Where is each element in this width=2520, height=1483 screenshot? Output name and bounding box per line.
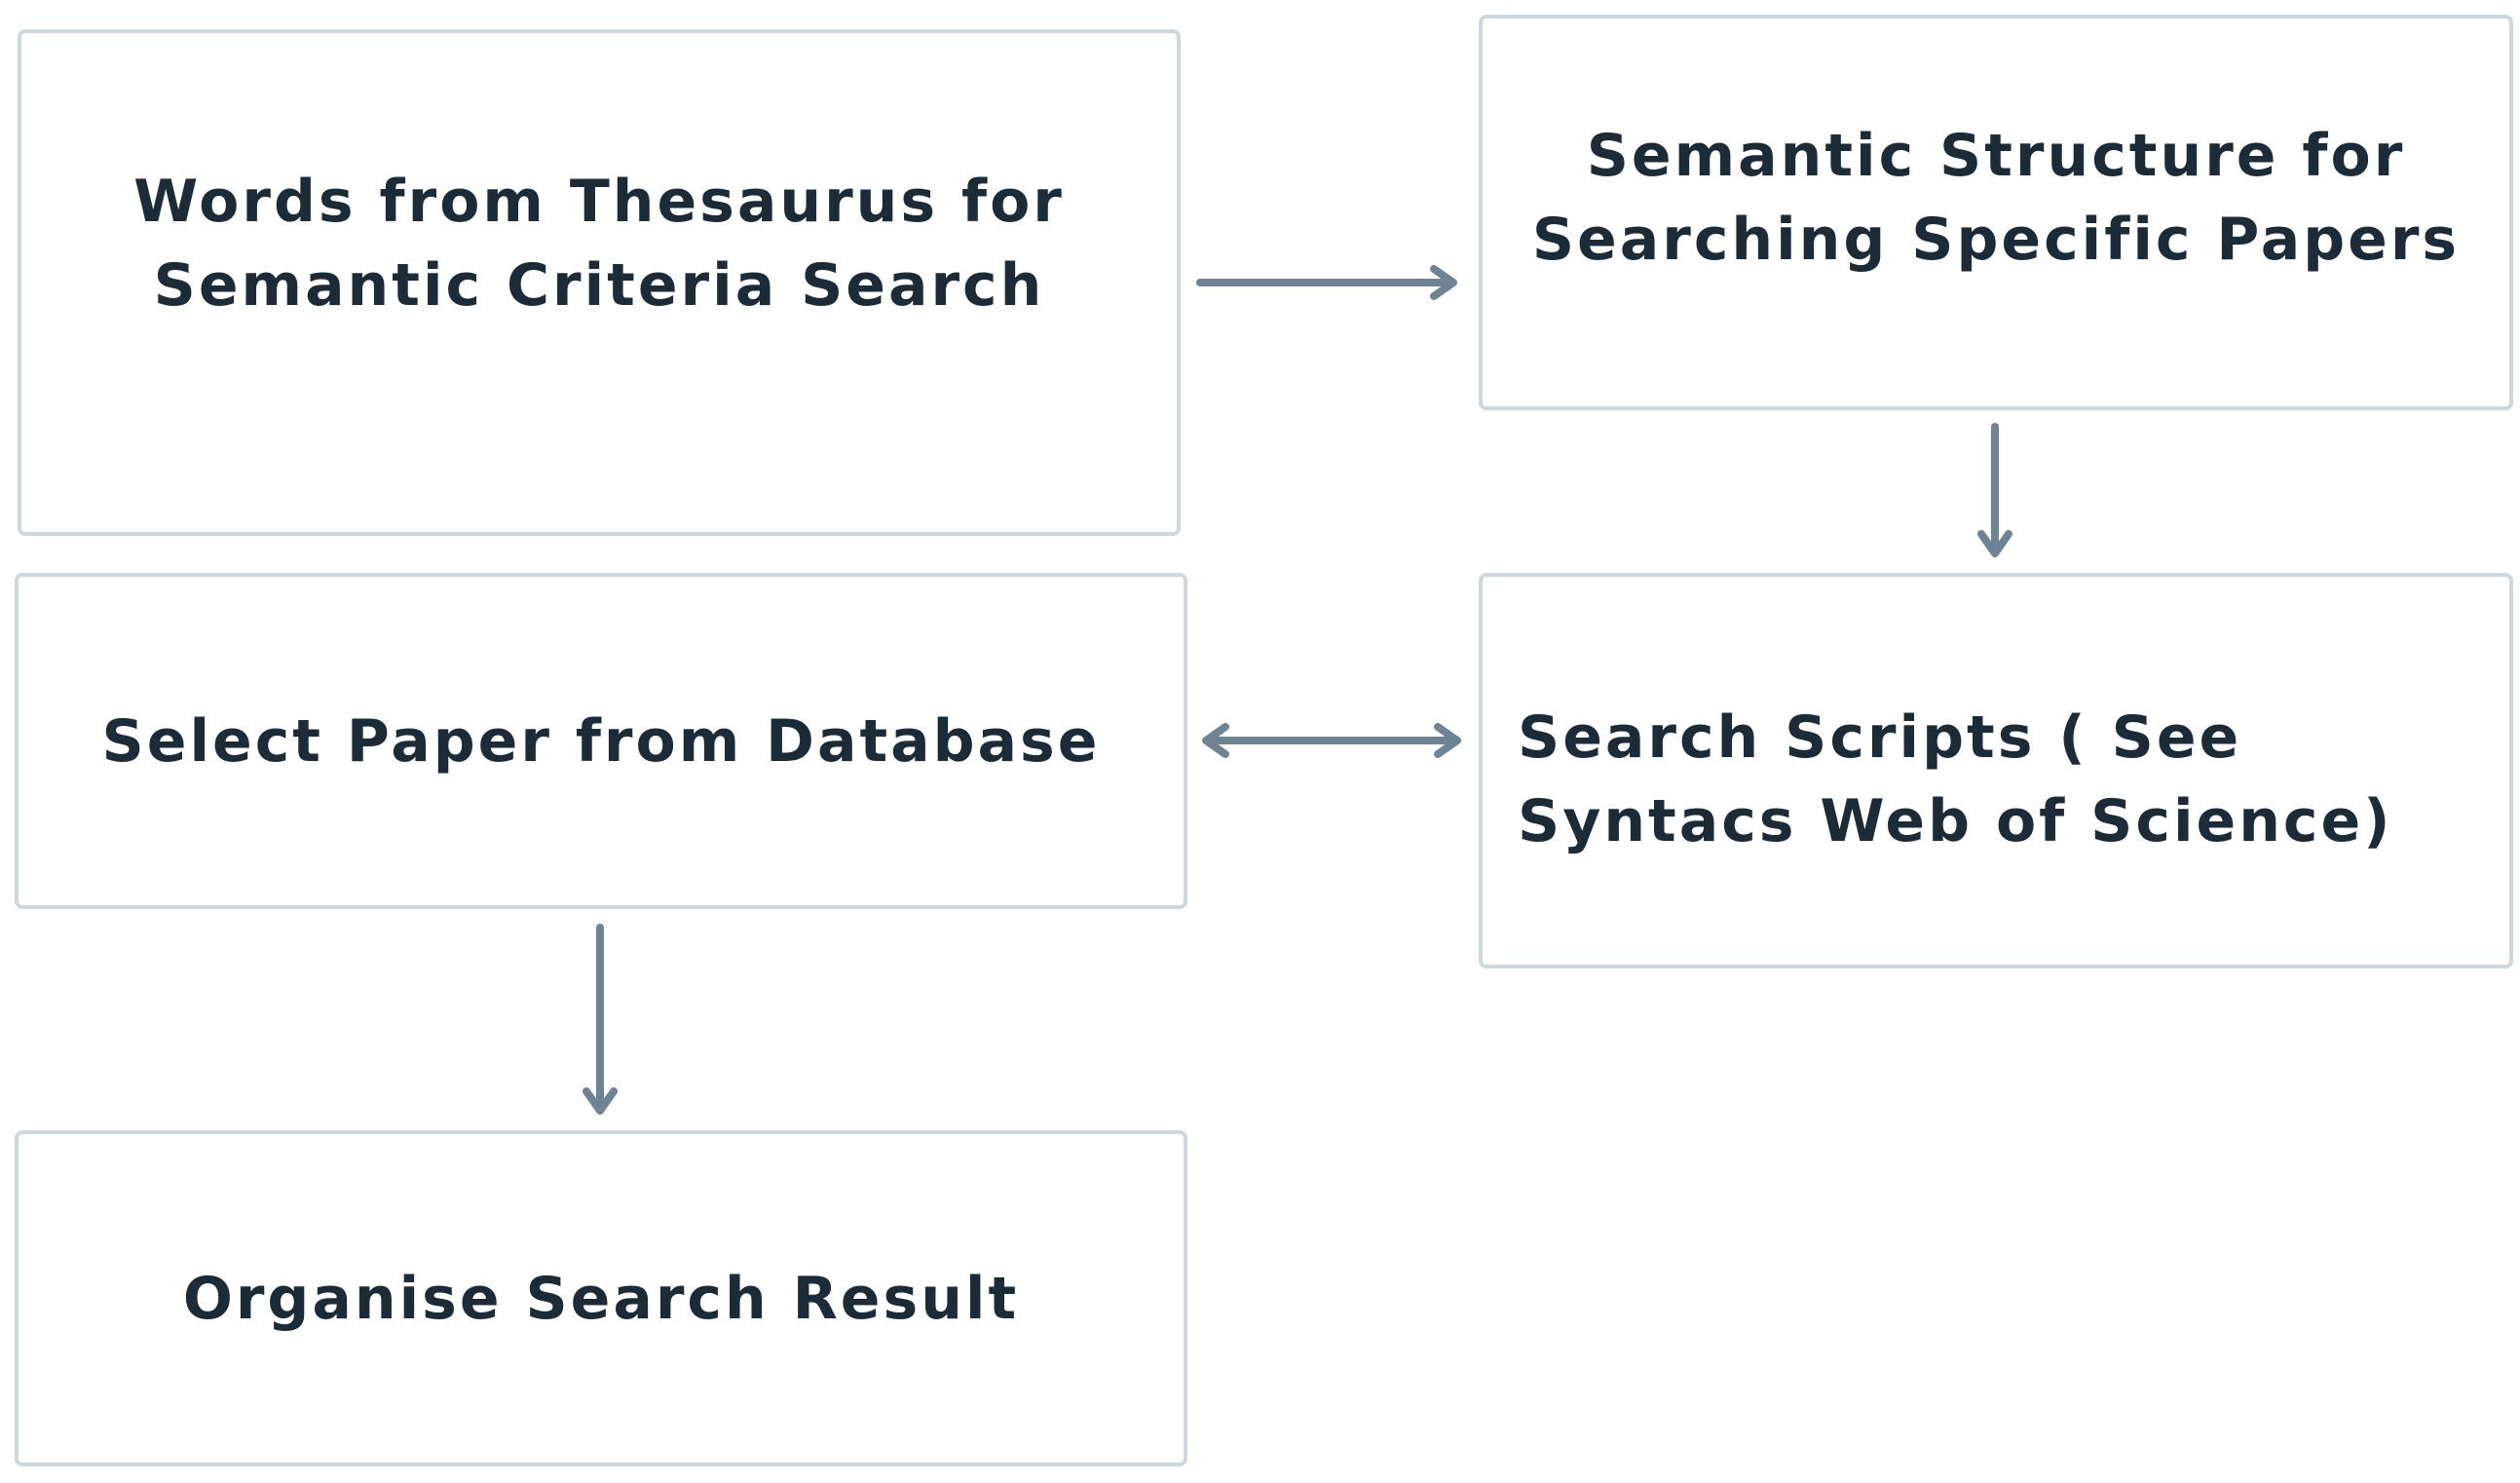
node-search-scripts-label: Search Scripts ( See Syntacs Web of Scie… [1518,703,2393,856]
arrow-structure-to-scripts [1977,423,2012,557]
node-semantic-structure: Semantic Structure for Searching Specifi… [1479,15,2513,410]
arrow-select-scripts-bidirectional [1202,723,1461,758]
arrow-select-to-organise [583,924,618,1115]
node-select-paper-label: Select Paper from Database [101,706,1101,776]
node-organise-result-label: Organise Search Result [182,1264,1020,1333]
node-thesaurus-words: Words from Thesaurus for Semantic Criter… [18,29,1181,536]
node-search-scripts: Search Scripts ( See Syntacs Web of Scie… [1479,573,2513,969]
arrow-thesaurus-to-structure [1196,265,1457,300]
node-select-paper: Select Paper from Database [15,573,1187,909]
node-semantic-structure-label: Semantic Structure for Searching Specifi… [1531,122,2461,274]
node-thesaurus-words-label: Words from Thesaurus for Semantic Criter… [133,168,1065,320]
node-organise-result: Organise Search Result [15,1130,1187,1466]
